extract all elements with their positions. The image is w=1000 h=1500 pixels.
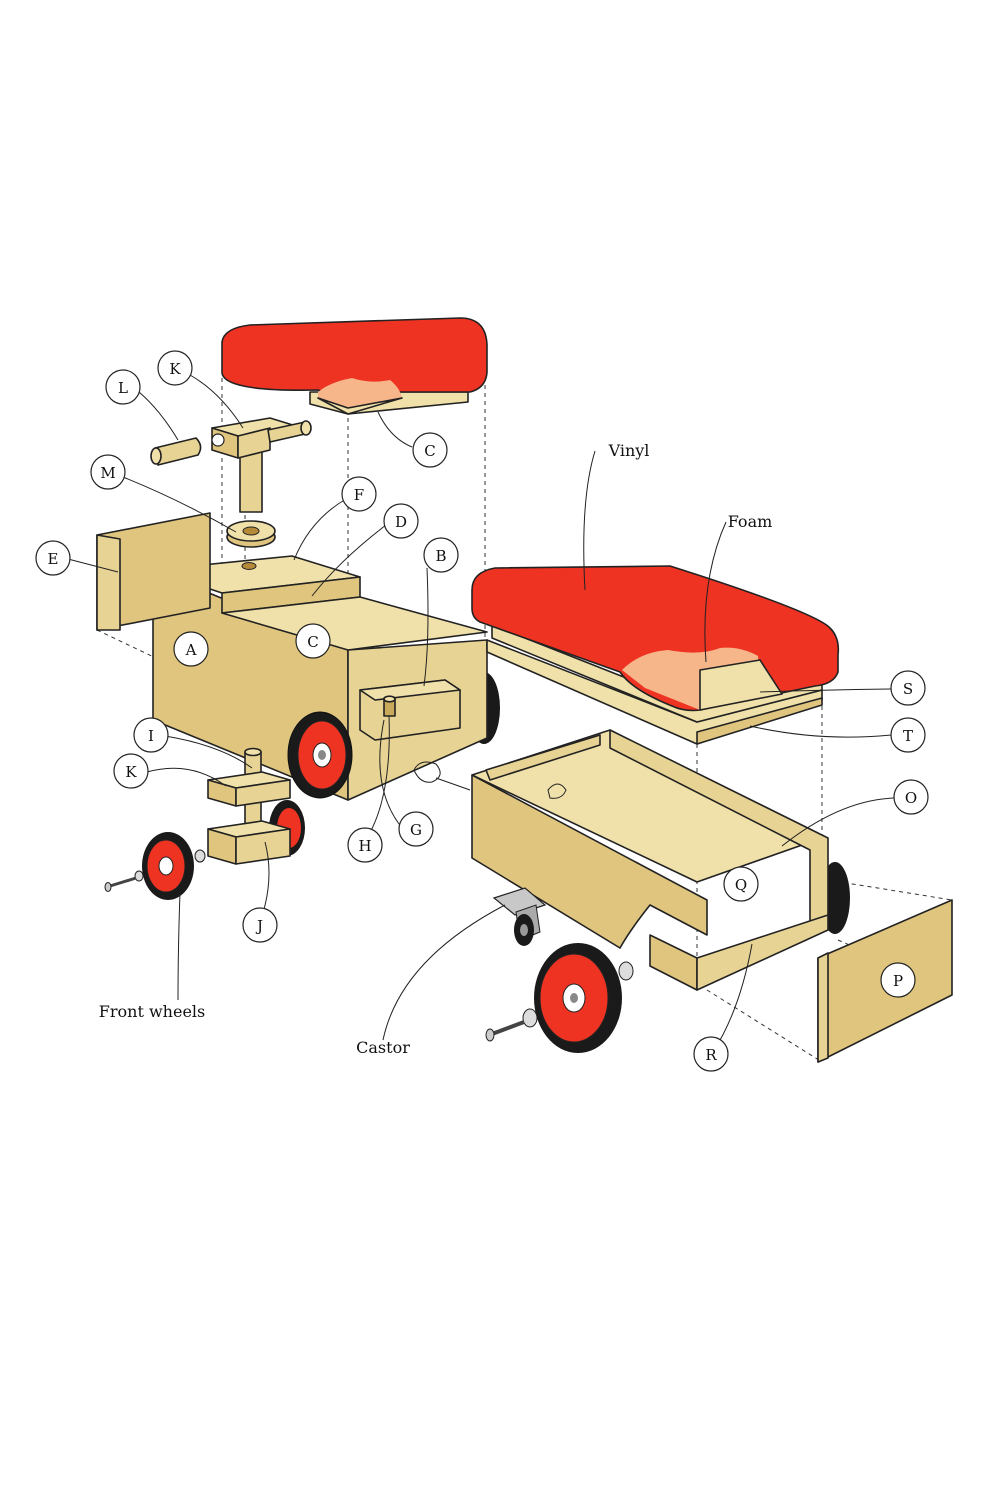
svg-text:O: O	[905, 789, 917, 807]
castor	[492, 887, 547, 946]
label-r: R	[693, 1036, 729, 1072]
trailer-seat	[471, 565, 840, 745]
label-l: K	[157, 350, 193, 386]
label-q: Q	[723, 866, 759, 902]
label-t: T	[890, 717, 926, 753]
svg-text:L: L	[118, 379, 128, 397]
svg-text:Q: Q	[735, 876, 747, 894]
svg-text:B: B	[435, 547, 446, 565]
svg-text:K: K	[125, 763, 137, 781]
label-i: I	[133, 717, 169, 753]
svg-text:E: E	[48, 550, 59, 568]
label-m: L	[105, 369, 141, 405]
svg-text:C: C	[307, 633, 318, 651]
svg-text:P: P	[893, 972, 903, 990]
part-labels: L K M C F D E B A C I K G H J S T O Q P …	[35, 350, 929, 1072]
front-axle-assembly	[207, 747, 305, 865]
label-g: G	[398, 811, 434, 847]
label-o: O	[893, 779, 929, 815]
label-a: A	[173, 631, 209, 667]
washer-n	[226, 520, 276, 548]
svg-text:K: K	[169, 360, 181, 378]
engine-wheel	[287, 711, 353, 799]
svg-text:I: I	[148, 727, 154, 745]
steering-handle-l	[211, 417, 312, 513]
trailer-box	[413, 729, 850, 991]
front-seat-cushion	[221, 317, 488, 415]
svg-text:H: H	[358, 837, 371, 855]
svg-text:C: C	[424, 442, 435, 460]
callout-castor: Castor	[356, 1038, 410, 1057]
label-p: P	[880, 962, 916, 998]
label-k: K	[113, 753, 149, 789]
callout-front-wheels: Front wheels	[99, 1002, 205, 1021]
svg-text:S: S	[903, 680, 913, 698]
label-c-top: C	[412, 432, 448, 468]
label-c-mid: C	[295, 623, 331, 659]
svg-text:D: D	[395, 513, 407, 531]
trailer-wheel	[485, 943, 634, 1053]
svg-text:T: T	[903, 727, 913, 745]
front-wheel-left	[104, 832, 206, 900]
peg-m	[150, 437, 202, 466]
label-b: B	[423, 537, 459, 573]
label-h: H	[347, 827, 383, 863]
callout-texts: Vinyl Foam Front wheels Castor	[99, 441, 773, 1057]
label-f: F	[341, 476, 377, 512]
label-j: J	[242, 907, 278, 943]
svg-text:G: G	[410, 821, 422, 839]
svg-text:F: F	[354, 486, 364, 504]
svg-text:M: M	[100, 464, 115, 482]
callout-vinyl: Vinyl	[608, 441, 650, 460]
label-s: S	[890, 670, 926, 706]
callout-foam: Foam	[728, 512, 773, 531]
svg-text:R: R	[705, 1046, 717, 1064]
label-e: E	[35, 540, 71, 576]
label-n: M	[90, 454, 126, 490]
label-d: D	[383, 503, 419, 539]
svg-text:J: J	[255, 917, 263, 935]
svg-text:A: A	[185, 641, 197, 659]
